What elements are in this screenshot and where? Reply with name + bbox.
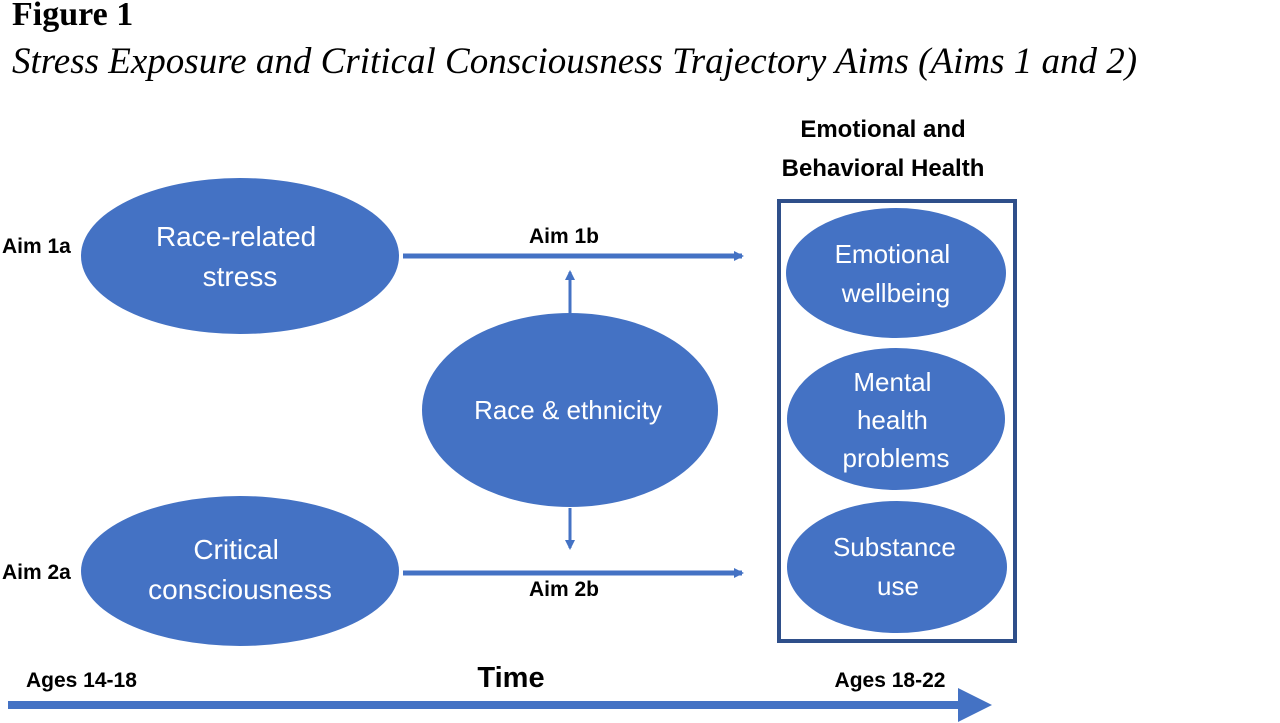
aim-1b-label: Aim 1b bbox=[529, 225, 599, 248]
mental-health-label: Mental health problems bbox=[843, 367, 950, 473]
outcomes-heading-line1: Emotional and bbox=[800, 116, 965, 143]
ages-end-label: Ages 18-22 bbox=[835, 669, 946, 692]
race-related-stress-node bbox=[81, 178, 399, 334]
aim-2b-label: Aim 2b bbox=[529, 578, 599, 601]
mental-health-node bbox=[787, 348, 1005, 490]
race-related-stress-label: Race-related stress bbox=[156, 221, 324, 292]
critical-consciousness-node bbox=[81, 496, 399, 646]
race-ethnicity-label: Race & ethnicity bbox=[474, 395, 662, 425]
outcomes-box bbox=[777, 199, 1017, 643]
ages-start-label: Ages 14-18 bbox=[26, 669, 137, 692]
race-ethnicity-node bbox=[422, 313, 718, 507]
aim-2a-label: Aim 2a bbox=[2, 561, 71, 584]
figure-label: Figure 1 bbox=[12, 0, 134, 33]
time-axis-arrowhead bbox=[958, 688, 992, 722]
critical-consciousness-label: Critical consciousness bbox=[148, 534, 332, 605]
time-label: Time bbox=[477, 662, 544, 694]
outcomes-heading-line2: Behavioral Health bbox=[782, 155, 985, 182]
substance-use-node bbox=[787, 501, 1007, 633]
figure-title: Stress Exposure and Critical Consciousne… bbox=[12, 41, 1138, 82]
emotional-wellbeing-label: Emotional wellbeing bbox=[835, 239, 958, 308]
substance-use-label: Substance use bbox=[833, 532, 963, 601]
emotional-wellbeing-node bbox=[786, 208, 1006, 338]
aim-1a-label: Aim 1a bbox=[2, 235, 71, 258]
